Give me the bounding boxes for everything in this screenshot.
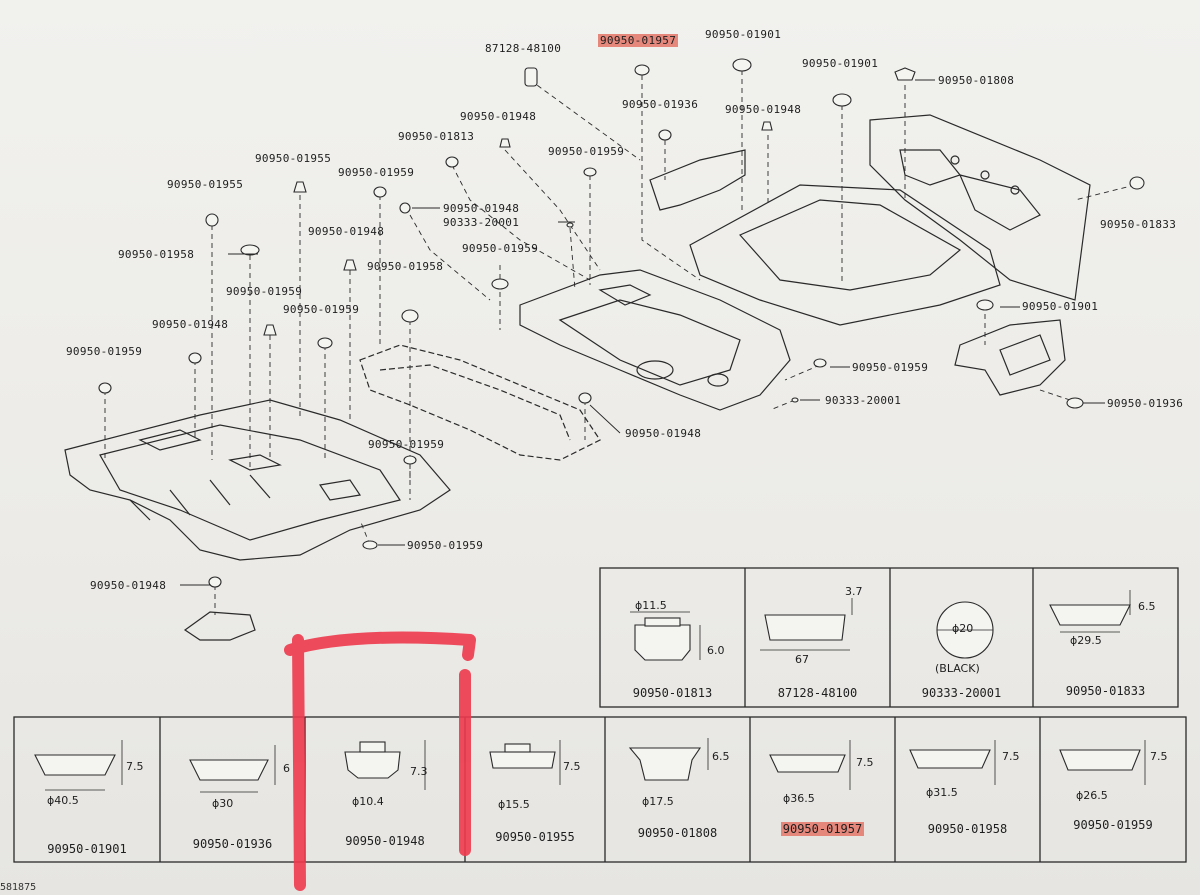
- callout-label: 90950-01808: [938, 74, 1015, 87]
- color-note: (BLACK): [935, 662, 980, 675]
- dimension-label: ϕ40.5: [47, 794, 79, 807]
- dimension-label: ϕ10.4: [352, 795, 384, 808]
- callout-label: 90950-01901: [1022, 300, 1099, 313]
- callout-label: 90950-01959: [852, 361, 929, 374]
- rear-floor-panel-drawing: [689, 114, 1091, 326]
- dimension-label: ϕ17.5: [642, 795, 674, 808]
- callout-label: 90950-01959: [283, 303, 360, 316]
- dimension-label: ϕ26.5: [1076, 789, 1108, 802]
- callout-label: 90950-01936: [622, 98, 699, 111]
- part-number-caption: 87128-48100: [777, 686, 858, 700]
- callout-label: 90950-01959: [338, 166, 415, 179]
- center-floor-panel-drawing: [519, 269, 791, 411]
- callout-label: 90950-01948: [308, 225, 385, 238]
- part-number-caption: 90333-20001: [921, 686, 1002, 700]
- side-bracket-drawing: [954, 319, 1066, 396]
- callout-label: 90950-01959: [462, 242, 539, 255]
- callout-label: 90950-01901: [802, 57, 879, 70]
- part-number-caption: 90950-01833: [1065, 684, 1146, 698]
- callout-label: 90950-01955: [255, 152, 332, 165]
- dimension-label: 6.5: [712, 750, 730, 763]
- dimension-label: ϕ11.5: [635, 599, 667, 612]
- callout-label: 90950-01959: [548, 145, 625, 158]
- figure-code: 581875: [0, 882, 37, 893]
- callout-label-highlighted: 90950-01957: [598, 34, 679, 47]
- part-number-caption: 90950-01959: [1073, 818, 1153, 832]
- callout-label: 90950-01959: [226, 285, 303, 298]
- callout-label: 87128-48100: [485, 42, 562, 55]
- dimension-label: 6: [283, 762, 290, 775]
- dimension-label: ϕ31.5: [926, 786, 958, 799]
- callout-label: 90950-01948: [460, 110, 537, 123]
- part-number-caption: 90950-01948: [345, 834, 425, 848]
- callout-label: 90950-01959: [407, 539, 484, 552]
- dimension-label: ϕ30: [212, 797, 234, 810]
- dimension-label: ϕ15.5: [498, 798, 530, 811]
- part-number-caption: 90950-01901: [47, 842, 127, 856]
- dimension-label: ϕ29.5: [1070, 634, 1102, 647]
- callout-label: 90950-01936: [1107, 397, 1184, 410]
- dimension-label: ϕ20: [952, 622, 974, 635]
- tunnel-cover-drawing: [359, 344, 601, 461]
- dimension-label: 7.3: [410, 765, 428, 778]
- dimension-label: 7.5: [126, 760, 144, 773]
- part-number-caption-highlighted: 90950-01957: [780, 822, 865, 836]
- part-number-caption: 90950-01936: [192, 837, 273, 851]
- callout-label: 90333-20001: [825, 394, 902, 407]
- callout-label: 90950-01948: [725, 103, 802, 116]
- callout-label: 90950-01958: [118, 248, 195, 261]
- callout-label: 90950-01833: [1100, 218, 1177, 231]
- dimension-label: 6.5: [1138, 600, 1156, 613]
- part-number-caption: 90950-01955: [495, 830, 575, 844]
- front-floor-panel-drawing: [64, 399, 451, 561]
- part-number-caption: 90950-01808: [637, 826, 718, 840]
- callout-label: 90950-01948: [90, 579, 167, 592]
- red-annotation-marker: [284, 631, 476, 891]
- dimension-label: 6.0: [707, 644, 725, 657]
- callout-label: 90950-01958: [367, 260, 444, 273]
- dimension-label: 7.5: [856, 756, 874, 769]
- dimension-label: 7.5: [563, 760, 581, 773]
- dimension-label: 67: [795, 653, 809, 666]
- dimension-label: 7.5: [1150, 750, 1168, 763]
- upper-bracket-drawing: [649, 149, 746, 211]
- dimension-label: ϕ36.5: [783, 792, 815, 805]
- callout-label: 90333-20001: [443, 216, 520, 229]
- callout-label: 90950-01948: [443, 202, 520, 215]
- part-number-caption: 90950-01958: [927, 822, 1008, 836]
- callout-label: 90950-01959: [368, 438, 445, 451]
- callout-label: 90950-01901: [705, 28, 782, 41]
- callout-label: 90950-01955: [167, 178, 244, 191]
- part-number-caption: 90950-01813: [632, 686, 713, 700]
- callout-label: 90950-01948: [152, 318, 229, 331]
- callout-label: 90950-01813: [398, 130, 475, 143]
- small-bracket-drawing: [183, 611, 256, 641]
- callout-label: 90950-01948: [625, 427, 702, 440]
- dimension-label: 7.5: [1002, 750, 1020, 763]
- dimension-label: 3.7: [845, 585, 863, 598]
- callout-label: 90950-01959: [66, 345, 143, 358]
